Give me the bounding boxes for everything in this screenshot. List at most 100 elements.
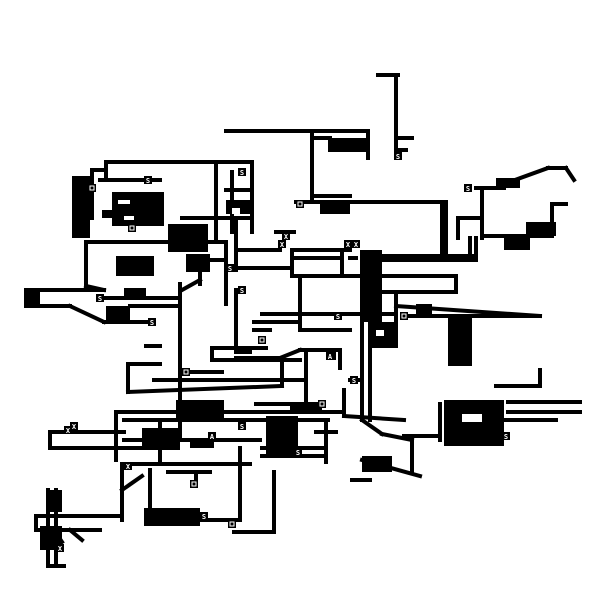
svg-text:A: A <box>210 433 215 441</box>
corridor-segment <box>179 277 203 293</box>
svg-text:X: X <box>58 545 63 553</box>
room-interior <box>376 330 384 336</box>
wall-block <box>444 400 504 446</box>
svg-text:S: S <box>146 177 150 185</box>
door-marker[interactable] <box>318 400 326 408</box>
svg-text:S: S <box>466 185 470 193</box>
svg-text:S: S <box>240 423 244 431</box>
wall-layer <box>24 73 582 568</box>
marker-s[interactable]: S <box>200 512 208 521</box>
corridor-segment <box>379 431 415 443</box>
svg-text:X: X <box>346 241 351 249</box>
wall-block <box>266 416 298 456</box>
marker-s[interactable]: S <box>394 152 402 161</box>
marker-a[interactable]: A <box>208 432 216 441</box>
wall-block <box>416 304 432 318</box>
svg-text:S: S <box>202 513 206 521</box>
corridor-segment <box>563 165 577 183</box>
wall-block <box>168 224 208 252</box>
marker-x[interactable]: X <box>352 240 360 249</box>
marker-s[interactable]: S <box>502 432 510 441</box>
wall-block <box>112 192 164 226</box>
marker-x[interactable]: X <box>70 422 78 431</box>
corridor-segment <box>67 527 85 543</box>
wall-block <box>26 290 40 304</box>
room-interior <box>232 208 240 214</box>
svg-text:S: S <box>98 295 102 303</box>
wall-block <box>116 256 154 276</box>
door-marker[interactable] <box>88 184 96 192</box>
marker-x[interactable]: X <box>278 240 286 249</box>
marker-x[interactable]: X <box>344 240 352 249</box>
svg-text:X: X <box>72 423 77 431</box>
marker-s[interactable]: S <box>294 448 302 457</box>
svg-text:S: S <box>240 287 244 295</box>
svg-text:X: X <box>126 463 131 471</box>
corridor-segment <box>125 383 285 395</box>
wall-block <box>142 428 180 450</box>
wall-block <box>106 306 130 320</box>
svg-text:A: A <box>328 353 333 361</box>
wall-block <box>320 204 350 214</box>
room-interior <box>462 414 482 422</box>
wall-block <box>526 222 556 236</box>
svg-text:S: S <box>150 319 154 327</box>
wall-block <box>124 288 146 298</box>
wall-block <box>504 236 530 250</box>
marker-s[interactable]: S <box>464 184 472 193</box>
wall-block <box>102 210 122 218</box>
svg-text:X: X <box>284 233 289 241</box>
marker-s[interactable]: S <box>334 312 342 321</box>
wall-block <box>48 490 62 512</box>
marker-s[interactable]: S <box>144 176 152 185</box>
door-marker[interactable] <box>228 520 236 528</box>
svg-text:S: S <box>336 313 340 321</box>
marker-x[interactable]: X <box>64 426 72 435</box>
marker-s[interactable]: S <box>238 168 246 177</box>
svg-text:S: S <box>504 433 508 441</box>
svg-text:S: S <box>296 449 300 457</box>
corridor-segment <box>83 283 107 293</box>
marker-layer: SSSSSSSSSSSSSSSAAXXXXXXXX <box>56 152 510 553</box>
room-interior <box>118 200 130 204</box>
door-marker[interactable] <box>190 480 198 488</box>
door-marker[interactable] <box>128 224 136 232</box>
wall-block <box>360 250 382 322</box>
svg-text:X: X <box>354 241 359 249</box>
wall-block <box>144 508 200 526</box>
wall-block <box>448 318 472 366</box>
wall-block <box>176 400 224 422</box>
door-marker[interactable] <box>182 368 190 376</box>
corridor-segment <box>341 413 407 423</box>
corridor-segment <box>67 303 107 325</box>
marker-x[interactable]: X <box>124 462 132 471</box>
marker-x[interactable]: X <box>56 544 64 553</box>
marker-s[interactable]: S <box>238 422 246 431</box>
wall-block <box>190 438 214 448</box>
door-marker[interactable] <box>400 312 408 320</box>
svg-text:S: S <box>396 153 400 161</box>
wall-block <box>72 176 90 238</box>
svg-text:X: X <box>66 427 71 435</box>
marker-a[interactable]: A <box>326 352 334 361</box>
marker-s[interactable]: S <box>350 376 358 385</box>
corridor-segment <box>277 347 303 361</box>
corridor-segment <box>359 417 385 437</box>
marker-s[interactable]: S <box>148 318 156 327</box>
marker-s[interactable]: S <box>226 264 234 273</box>
svg-text:S: S <box>352 377 356 385</box>
marker-x[interactable]: X <box>282 232 290 241</box>
svg-text:X: X <box>280 241 285 249</box>
door-marker[interactable] <box>258 336 266 344</box>
wall-block <box>362 456 392 472</box>
wall-block <box>496 178 520 188</box>
corridor-segment <box>119 473 145 493</box>
marker-s[interactable]: S <box>96 294 104 303</box>
svg-text:S: S <box>228 265 232 273</box>
wall-block <box>186 254 210 272</box>
door-marker[interactable] <box>296 200 304 208</box>
room-interior <box>124 216 134 220</box>
marker-s[interactable]: S <box>238 286 246 295</box>
